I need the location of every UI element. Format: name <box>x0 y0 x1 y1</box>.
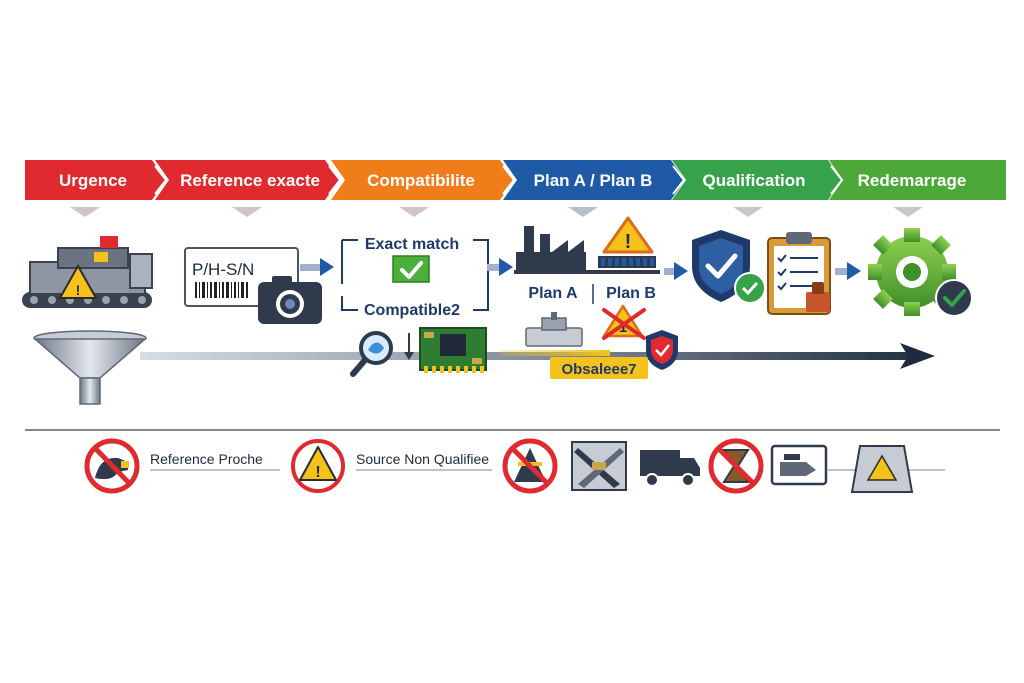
svg-text:!: ! <box>315 464 320 481</box>
banner-step-qualification <box>672 160 842 200</box>
reference-proche-label: Reference Proche <box>150 451 263 467</box>
match-box <box>341 239 489 311</box>
supply-machine-icon <box>770 444 828 486</box>
obsolete-tag <box>550 357 648 379</box>
shield-check-icon <box>692 230 766 304</box>
process-banner: Urgence Reference exacte Compatibilite P… <box>25 160 1006 217</box>
source-non-qualifiee-label: Source Non Qualifiee <box>356 451 489 467</box>
svg-text:!: ! <box>625 231 632 253</box>
banner-step-compatibilite <box>331 160 514 200</box>
banner-label-redemarrage: Redemarrage <box>858 171 967 190</box>
arrow-to-restart <box>835 262 861 280</box>
banner-step-plan <box>503 160 685 200</box>
svg-text:1: 1 <box>619 319 627 336</box>
pointer-1 <box>70 207 100 217</box>
warning-triangle-icon: ! <box>602 216 654 254</box>
banner-label-urgence: Urgence <box>59 171 127 190</box>
gear-restart-icon <box>868 228 973 317</box>
no-hourglass-icon <box>708 438 764 494</box>
obsolete-tag-text: Obsaleee7 <box>561 361 636 378</box>
shield-check-small-icon <box>646 330 678 370</box>
camera-icon <box>258 276 322 324</box>
banner-label-reference: Reference exacte <box>180 171 320 190</box>
circuit-board-icon <box>419 327 487 373</box>
svg-text:!: ! <box>76 282 81 298</box>
pointer-2 <box>232 207 262 217</box>
source-warning-icon: ! <box>291 439 345 493</box>
checklist-clipboard-icon <box>767 232 831 315</box>
broken-box-icon <box>571 441 627 491</box>
banner-step-redemarrage <box>829 160 1006 200</box>
pointer-3 <box>399 207 429 217</box>
arrow-to-qualification <box>664 262 688 280</box>
main-flow-arrow-head <box>900 343 935 369</box>
machine-plan-a-icon <box>525 312 583 347</box>
no-reference-icon <box>84 438 140 494</box>
no-cone-icon <box>502 438 558 494</box>
delivery-truck-icon <box>640 450 700 487</box>
banner-label-qualification: Qualification <box>703 171 806 190</box>
funnel-icon <box>32 330 148 405</box>
arrow-to-match <box>300 258 334 276</box>
compatible-label: Compatible2 <box>364 302 460 319</box>
pointer-5 <box>733 207 763 217</box>
crossed-warning-icon: 1 <box>602 304 646 340</box>
plan-a-label: Plan A <box>528 285 578 302</box>
factory-icon <box>514 226 660 274</box>
plan-b-label: Plan B <box>606 285 656 302</box>
exact-match-label: Exact match <box>365 236 459 253</box>
arrow-to-plan <box>487 258 513 276</box>
magnifier-icon <box>350 331 393 377</box>
banner-label-plan: Plan A / Plan B <box>534 171 653 190</box>
hazard-crate-icon <box>850 445 914 493</box>
banner-label-compatibilite: Compatibilite <box>367 171 475 190</box>
banner-step-reference <box>155 160 339 200</box>
orange-flow-band <box>500 350 610 356</box>
broken-machine-icon: ! <box>22 236 153 308</box>
part-number-text: P/H-S/N <box>192 260 254 279</box>
pointer-6 <box>893 207 923 217</box>
banner-step-urgence <box>25 160 166 200</box>
down-arrow-icon <box>404 333 414 360</box>
pointer-4 <box>568 207 598 217</box>
